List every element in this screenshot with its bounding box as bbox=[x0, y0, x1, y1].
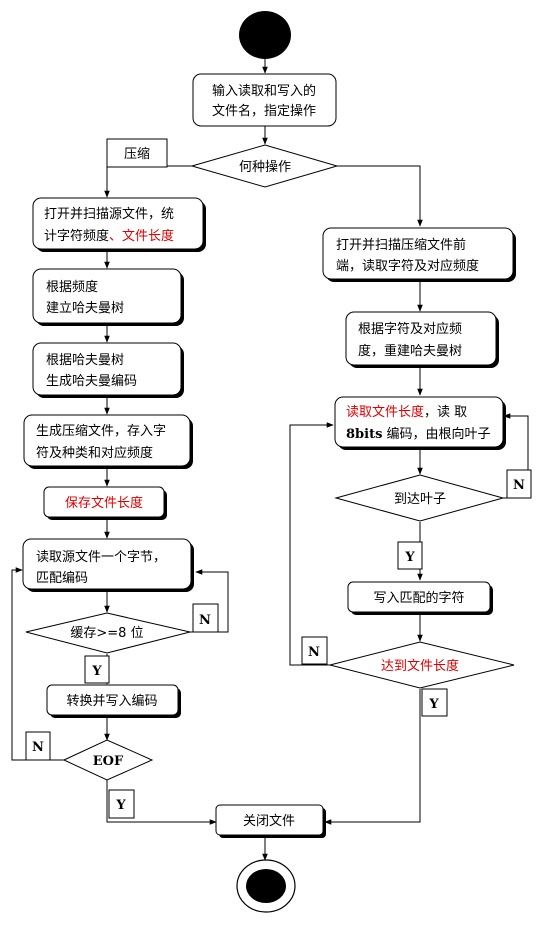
input-filenames-box: 输入读取和写入的 文件名，指定操作 bbox=[192, 73, 337, 127]
svg-text:读取文件长度，读 取: 读取文件长度，读 取 bbox=[346, 404, 467, 420]
svg-text:写入匹配的字符: 写入匹配的字符 bbox=[373, 590, 464, 606]
gen-codes-box: 根据哈夫曼树 生成哈夫曼编码 bbox=[32, 342, 184, 398]
open-scan-source-highlight: 、文件长度 bbox=[109, 228, 174, 244]
build-tree-box: 根据频度 建立哈夫曼树 bbox=[32, 268, 184, 326]
svg-text:压缩: 压缩 bbox=[124, 146, 150, 162]
svg-text:Y: Y bbox=[91, 664, 102, 679]
svg-text:保存文件长度: 保存文件长度 bbox=[65, 495, 143, 511]
svg-text:EOF: EOF bbox=[93, 754, 124, 769]
svg-text:达到文件长度: 达到文件长度 bbox=[381, 658, 459, 674]
svg-text:Y: Y bbox=[404, 550, 415, 565]
input-filenames-line2: 文件名，指定操作 bbox=[212, 103, 316, 119]
write-char-box: 写入匹配的字符 bbox=[347, 581, 493, 615]
convert-write-box: 转换并写入编码 bbox=[46, 684, 181, 718]
svg-text:N: N bbox=[513, 478, 525, 493]
length-y-label: Y bbox=[421, 688, 448, 717]
operation-decision: 何种操作 bbox=[190, 144, 339, 188]
svg-text:匹配编码: 匹配编码 bbox=[36, 571, 88, 586]
svg-text:建立哈夫曼树: 建立哈夫曼树 bbox=[46, 301, 124, 316]
svg-text:N: N bbox=[308, 645, 320, 660]
svg-text:关闭文件: 关闭文件 bbox=[243, 814, 295, 829]
end-node bbox=[236, 859, 296, 913]
start-node bbox=[239, 11, 291, 59]
read-length-highlight: 读取文件长度 bbox=[346, 404, 424, 420]
save-length-box: 保存文件长度 bbox=[43, 486, 167, 520]
eof-y-label: Y bbox=[108, 789, 135, 819]
yn-labels: N Y N Y N Y N Y bbox=[25, 469, 532, 819]
leaf-y-label: Y bbox=[397, 541, 423, 570]
svg-text:到达叶子: 到达叶子 bbox=[394, 492, 446, 507]
length-n-label: N bbox=[301, 636, 328, 665]
svg-text:8bits 编码，由根向叶子: 8bits 编码，由根向叶子 bbox=[346, 426, 491, 442]
svg-text:打开并扫描压缩文件前: 打开并扫描压缩文件前 bbox=[336, 237, 466, 253]
compress-label: 压缩 bbox=[106, 138, 168, 168]
read-source-byte-box: 读取源文件一个字节， 匹配编码 bbox=[22, 538, 194, 592]
svg-text:转换并写入编码: 转换并写入编码 bbox=[66, 694, 157, 709]
open-scan-source-line1: 打开并扫描源文件，统 bbox=[44, 207, 174, 222]
read-length-box: 读取文件长度，读 取 8bits 编码，由根向叶子 bbox=[334, 396, 506, 450]
svg-text:计字符频度、文件长度: 计字符频度、文件长度 bbox=[44, 228, 174, 244]
open-scan-source-box: 打开并扫描源文件，统 计字符频度、文件长度 bbox=[32, 197, 206, 252]
svg-text:缓存>=8 位: 缓存>=8 位 bbox=[70, 626, 143, 641]
svg-text:Y: Y bbox=[428, 697, 439, 712]
eof-n-label: N bbox=[25, 731, 51, 761]
open-scan-compressed-box: 打开并扫描压缩文件前 端，读取字符及对应频度 bbox=[322, 227, 516, 282]
svg-text:读取源文件一个字节，: 读取源文件一个字节， bbox=[36, 550, 166, 565]
svg-text:根据哈夫曼树: 根据哈夫曼树 bbox=[46, 353, 124, 368]
svg-text:根据频度: 根据频度 bbox=[46, 279, 98, 295]
operation-decision-label: 何种操作 bbox=[239, 159, 291, 175]
gen-compressed-box: 生成压缩文件，存入字 符及种类和对应频度 bbox=[23, 414, 193, 469]
close-file-box: 关闭文件 bbox=[215, 804, 326, 838]
leaf-decision: 到达叶子 bbox=[334, 474, 505, 522]
svg-text:符及种类和对应频度: 符及种类和对应频度 bbox=[36, 445, 153, 461]
open-scan-source-line2: 计字符频度 bbox=[44, 228, 109, 244]
svg-text:生成压缩文件，存入字: 生成压缩文件，存入字 bbox=[36, 423, 166, 439]
svg-text:度，重建哈夫曼树: 度，重建哈夫曼树 bbox=[358, 343, 462, 359]
buffer-n-label: N bbox=[192, 603, 219, 633]
svg-text:端，读取字符及对应频度: 端，读取字符及对应频度 bbox=[336, 258, 479, 274]
input-filenames-line1: 输入读取和写入的 bbox=[212, 83, 316, 99]
svg-text:N: N bbox=[32, 740, 44, 755]
rebuild-tree-box: 根据字符及对应频 度，重建哈夫曼树 bbox=[345, 311, 499, 368]
buffer-y-label: Y bbox=[84, 655, 110, 684]
svg-text:生成哈夫曼编码: 生成哈夫曼编码 bbox=[46, 374, 137, 389]
eof-decision: EOF bbox=[62, 739, 154, 781]
svg-text:N: N bbox=[199, 613, 211, 628]
svg-text:根据字符及对应频: 根据字符及对应频 bbox=[358, 321, 462, 337]
svg-text:Y: Y bbox=[115, 798, 126, 813]
leaf-n-label: N bbox=[506, 469, 532, 499]
buffer-decision: 缓存>=8 位 bbox=[25, 612, 191, 654]
length-decision: 达到文件长度 bbox=[329, 641, 515, 689]
